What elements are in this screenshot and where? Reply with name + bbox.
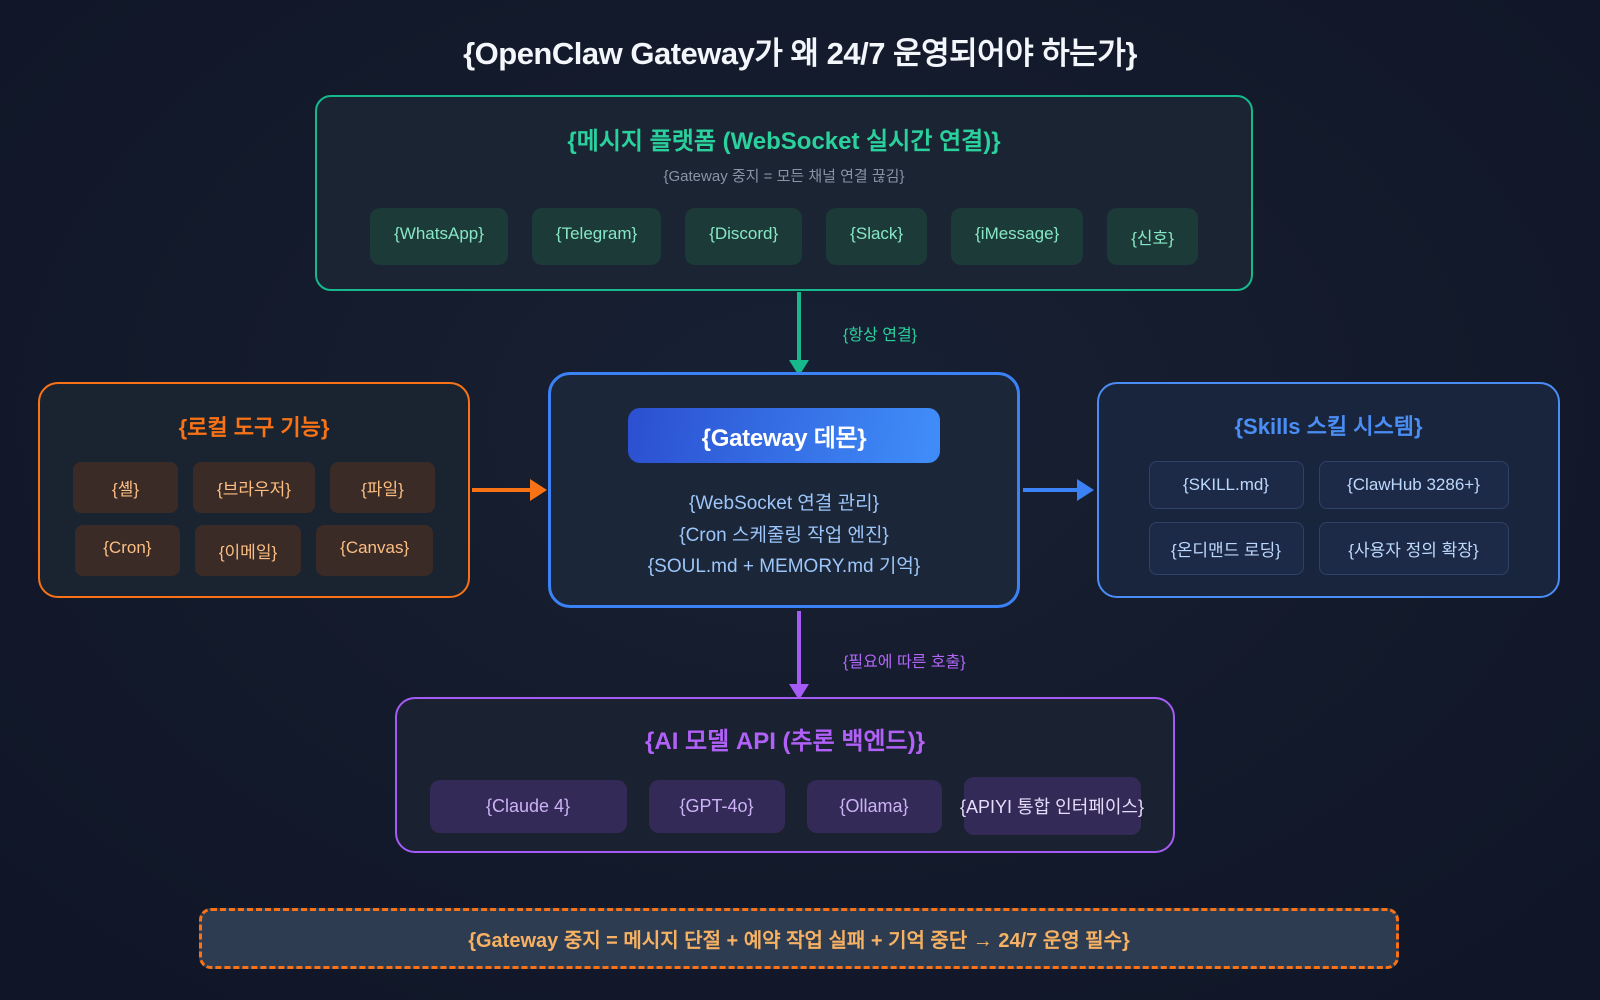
messaging-platforms-chip-row: {WhatsApp} {Telegram} {Discord} {Slack} … bbox=[317, 208, 1251, 265]
arrow-always-connected-label: {항상 연결} bbox=[843, 327, 918, 344]
ai-model-api-box: {AI 모델 API (추론 백엔드)} {Claude 4} {GPT-4o}… bbox=[395, 697, 1175, 853]
chip-apiyi: {APIYI 통합 인터페이스} bbox=[960, 777, 1144, 835]
chip-gpt4o: {GPT-4o} bbox=[648, 779, 785, 833]
chip-skill-md: {SKILL.md} bbox=[1148, 461, 1304, 509]
gateway-feature-websocket: {WebSocket 연결 관리} bbox=[689, 493, 879, 514]
gateway-feature-cron: {Cron 스케줄링 작업 엔진} bbox=[679, 524, 889, 546]
chip-clawhub: {ClawHub 3286+} bbox=[1318, 461, 1509, 509]
chip-discord: {Discord} bbox=[685, 208, 803, 265]
local-tools-box: {로컬 도구 기능} {셸} {브라우저} {파일} {Cron} {이메일} … bbox=[38, 382, 470, 598]
chip-claude4: {Claude 4} bbox=[429, 779, 627, 833]
local-tools-chip-row-1: {셸} {브라우저} {파일} bbox=[40, 462, 468, 513]
chip-whatsapp: {WhatsApp} bbox=[370, 208, 508, 265]
arrow-on-demand-label: {필요에 따른 호출} bbox=[843, 654, 966, 671]
arrow-gateway-to-skills bbox=[1023, 488, 1081, 492]
gateway-feature-memory: {SOUL.md + MEMORY.md 기억} bbox=[647, 556, 921, 577]
skills-system-title: {Skills 스킬 시스템} bbox=[1234, 414, 1423, 439]
chip-shell: {셸} bbox=[73, 462, 179, 513]
gateway-daemon-features: {WebSocket 연결 관리} {Cron 스케줄링 작업 엔진} {SOU… bbox=[551, 488, 1017, 583]
chip-custom-extension: {사용자 정의 확장} bbox=[1318, 522, 1509, 575]
arrow-gateway-to-aiapi bbox=[797, 611, 801, 686]
arrow-localtools-to-gateway-head bbox=[530, 479, 547, 501]
arrow-gateway-to-aiapi-head bbox=[789, 684, 809, 700]
footer-conclusion-banner: {Gateway 중지 = 메시지 단절 + 예약 작업 실패 + 기억 중단 … bbox=[199, 908, 1399, 969]
arrow-platforms-to-gateway bbox=[797, 292, 801, 362]
ai-model-api-title: {AI 모델 API (추론 백엔드)} bbox=[645, 728, 925, 755]
skills-system-box: {Skills 스킬 시스템} {SKILL.md} {ClawHub 3286… bbox=[1097, 382, 1560, 598]
local-tools-chip-row-2: {Cron} {이메일} {Canvas} bbox=[40, 525, 468, 576]
chip-browser: {브라우저} bbox=[193, 462, 315, 513]
chip-canvas: {Canvas} bbox=[316, 525, 434, 576]
chip-ondemand-loading: {온디맨드 로딩} bbox=[1148, 522, 1304, 575]
skills-chip-grid: {SKILL.md} {ClawHub 3286+} {온디맨드 로딩} {사용… bbox=[1099, 461, 1558, 575]
messaging-platforms-subtitle: {Gateway 중지 = 모든 채널 연결 끊김} bbox=[663, 168, 905, 185]
chip-imessage: {iMessage} bbox=[951, 208, 1084, 265]
gateway-daemon-box: {Gateway 데몬} {WebSocket 연결 관리} {Cron 스케줄… bbox=[548, 372, 1020, 608]
messaging-platforms-box: {메시지 플랫폼 (WebSocket 실시간 연결)} {Gateway 중지… bbox=[315, 95, 1253, 291]
chip-signal: {신호} bbox=[1107, 208, 1198, 265]
chip-telegram: {Telegram} bbox=[531, 208, 662, 265]
arrow-gateway-to-skills-head bbox=[1077, 479, 1094, 501]
messaging-platforms-title: {메시지 플랫폼 (WebSocket 실시간 연결)} bbox=[567, 128, 1001, 155]
chip-cron: {Cron} bbox=[74, 525, 180, 576]
ai-model-chip-row: {Claude 4} {GPT-4o} {Ollama} {APIYI 통합 인… bbox=[397, 777, 1173, 835]
chip-ollama: {Ollama} bbox=[806, 779, 942, 833]
chip-slack: {Slack} bbox=[826, 208, 928, 265]
page-title: {OpenClaw Gateway가 왜 24/7 운영되어야 하는가} bbox=[463, 36, 1137, 71]
local-tools-title: {로컬 도구 기능} bbox=[178, 415, 330, 440]
gateway-daemon-badge: {Gateway 데몬} bbox=[628, 408, 940, 463]
footer-conclusion-text: {Gateway 중지 = 메시지 단절 + 예약 작업 실패 + 기억 중단 … bbox=[468, 930, 1130, 952]
arrow-localtools-to-gateway bbox=[472, 488, 534, 492]
chip-file: {파일} bbox=[329, 462, 435, 513]
chip-email: {이메일} bbox=[194, 525, 302, 576]
